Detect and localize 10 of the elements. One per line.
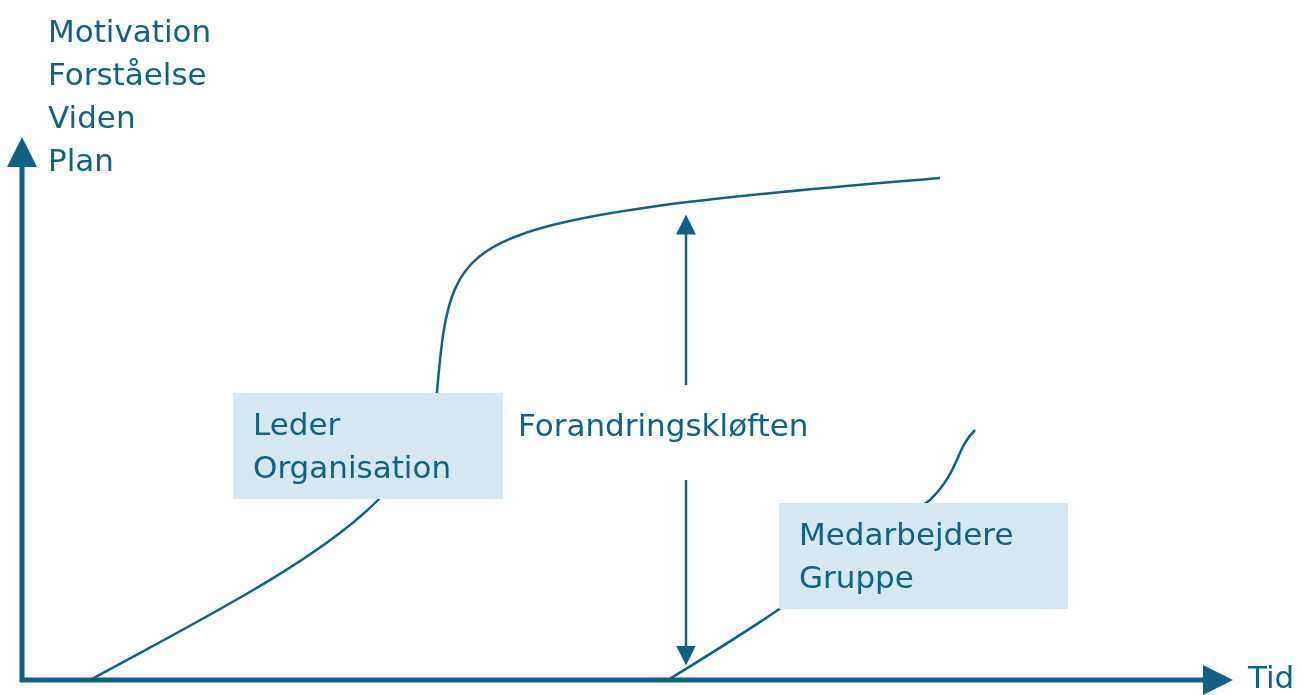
box-label: Leder Organisation bbox=[253, 405, 452, 487]
axis-label: Tid bbox=[1248, 658, 1295, 695]
axis-label: Motivation bbox=[48, 12, 212, 50]
gap-label: Forandringskløften bbox=[518, 406, 809, 444]
box-label: Medarbejdere Gruppe bbox=[799, 515, 1014, 597]
axis-label: Forståelse bbox=[48, 55, 207, 93]
axis-label: Plan bbox=[48, 141, 114, 179]
label-box bbox=[233, 393, 503, 499]
axis-label: Viden bbox=[48, 98, 136, 136]
label-box bbox=[779, 503, 1068, 609]
